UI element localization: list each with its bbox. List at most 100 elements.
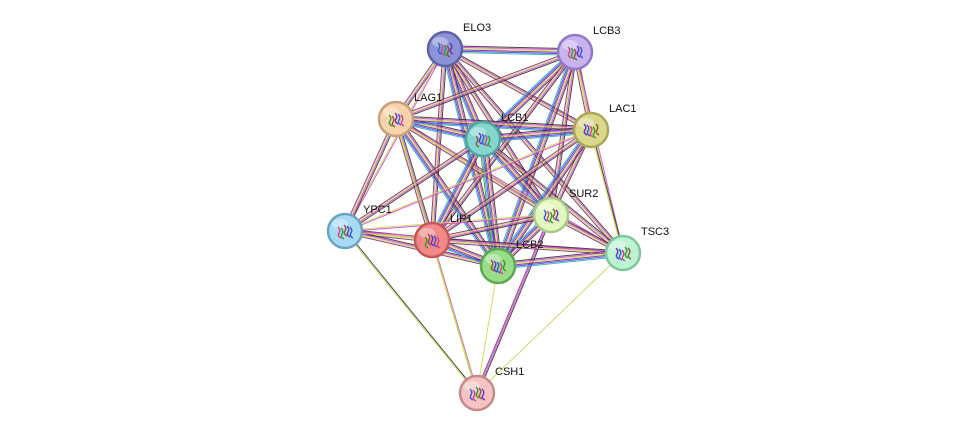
structure-strand <box>469 388 474 401</box>
structure-strand <box>496 261 501 274</box>
edge-line-magenta <box>345 139 484 232</box>
edge-lag1-sur2 <box>394 116 553 218</box>
edge-line-magenta <box>345 130 592 233</box>
structure-strand <box>487 135 492 148</box>
node-lcb2[interactable]: LCB2 <box>479 239 544 285</box>
node-label-lip1: LIP1 <box>450 213 473 225</box>
edge-line-magenta <box>396 118 552 215</box>
edge-line-magenta <box>396 116 592 129</box>
edge-line-yellow <box>343 118 396 231</box>
edge-line-purple <box>394 120 551 218</box>
edge-line-cyan <box>498 255 624 270</box>
edge-line-magenta <box>445 48 624 253</box>
node-label-ypc1: YPC1 <box>363 204 392 216</box>
edge-line-purple <box>393 119 431 241</box>
structure-strand <box>388 114 393 127</box>
node-csh1[interactable]: CSH1 <box>458 366 524 412</box>
edge-line-yellow <box>396 117 592 130</box>
node-circle[interactable] <box>572 111 610 149</box>
structure-strand <box>552 208 557 221</box>
node-circle[interactable] <box>556 33 594 71</box>
edge-line-cyan <box>494 127 589 265</box>
protein-structure-icon <box>424 233 441 249</box>
node-lip1[interactable]: LIP1 <box>413 213 473 259</box>
node-sur2[interactable]: SUR2 <box>532 188 598 234</box>
node-lcb1[interactable]: LCB1 <box>464 112 529 158</box>
structure-strand <box>592 126 597 139</box>
structure-strand <box>573 48 578 61</box>
edge-elo3-lcb3 <box>444 45 576 56</box>
edge-line-black <box>500 52 579 268</box>
edge-line-blue <box>429 137 482 240</box>
edge-sur2-lip1 <box>431 212 552 243</box>
edge-line-magenta <box>575 51 625 253</box>
structure-strand <box>586 124 591 137</box>
node-lac1[interactable]: LAC1 <box>572 103 637 149</box>
edge-line-magenta <box>485 138 502 266</box>
node-ypc1[interactable]: YPC1 <box>326 204 392 250</box>
node-label-lcb3: LCB3 <box>593 25 621 37</box>
edge-line-yellow <box>444 49 623 254</box>
edge-line-purple <box>444 49 575 54</box>
structure-strand <box>340 227 345 240</box>
edge-line-yellow <box>573 52 623 254</box>
structure-strand <box>546 210 551 223</box>
edge-line-black <box>432 216 552 243</box>
node-circle[interactable] <box>532 196 570 234</box>
edge-line-cyan <box>480 49 574 138</box>
edge-lag1-lac1 <box>395 115 592 134</box>
edge-line-black <box>434 140 487 242</box>
node-lcb3[interactable]: LCB3 <box>556 25 621 71</box>
structure-strand <box>555 209 560 222</box>
edge-line-purple <box>498 253 624 268</box>
node-highlight <box>485 254 501 264</box>
node-highlight <box>610 241 626 251</box>
structure-strand <box>624 246 629 259</box>
edge-line-black <box>432 237 624 252</box>
edge-line-magenta <box>499 52 578 267</box>
node-lag1[interactable]: LAG1 <box>377 92 442 138</box>
edge-line-yellow <box>344 213 551 231</box>
edge-line-black <box>345 230 478 393</box>
structure-strand <box>349 226 354 239</box>
node-highlight <box>562 40 578 50</box>
node-highlight <box>578 118 594 128</box>
edge-lcb3-lcb2 <box>494 50 579 268</box>
node-circle[interactable] <box>426 30 464 68</box>
protein-structure-icon <box>490 259 507 275</box>
structure-strand <box>621 249 626 262</box>
node-tsc3[interactable]: TSC3 <box>604 226 669 272</box>
edge-line-black <box>497 249 623 264</box>
edge-line-magenta <box>396 118 434 240</box>
edge-line-purple <box>395 49 575 118</box>
node-circle[interactable] <box>604 234 642 272</box>
edge-line-cyan <box>494 50 573 266</box>
edge-line-yellow <box>589 130 623 254</box>
node-highlight <box>464 381 480 391</box>
edge-line-purple <box>343 136 483 230</box>
edge-line-yellow <box>476 252 624 394</box>
structure-strand <box>346 225 351 238</box>
edge-line-cyan <box>428 137 481 239</box>
edge-line-yellow <box>431 240 623 255</box>
edge-lac1-tsc3 <box>589 129 625 254</box>
node-circle[interactable] <box>479 247 517 285</box>
node-label-lac1: LAC1 <box>609 103 637 115</box>
edge-lcb2-csh1 <box>476 265 499 394</box>
structure-strand <box>502 259 507 272</box>
edge-line-black <box>446 47 625 253</box>
edge-ypc1-csh1 <box>344 230 478 394</box>
structure-strand <box>484 134 489 147</box>
edge-line-magenta <box>432 238 624 253</box>
structure-strand <box>576 45 581 58</box>
edge-lip1-tsc3 <box>431 237 624 256</box>
structure-strand <box>490 259 495 272</box>
edge-line-magenta <box>476 214 552 394</box>
edge-line-black <box>445 45 576 50</box>
node-elo3[interactable]: ELO3 <box>426 22 491 68</box>
edge-line-black <box>345 140 485 234</box>
protein-structure-icon <box>437 42 454 58</box>
edge-lcb1-ypc1 <box>343 136 485 234</box>
structure-strand <box>433 235 438 248</box>
